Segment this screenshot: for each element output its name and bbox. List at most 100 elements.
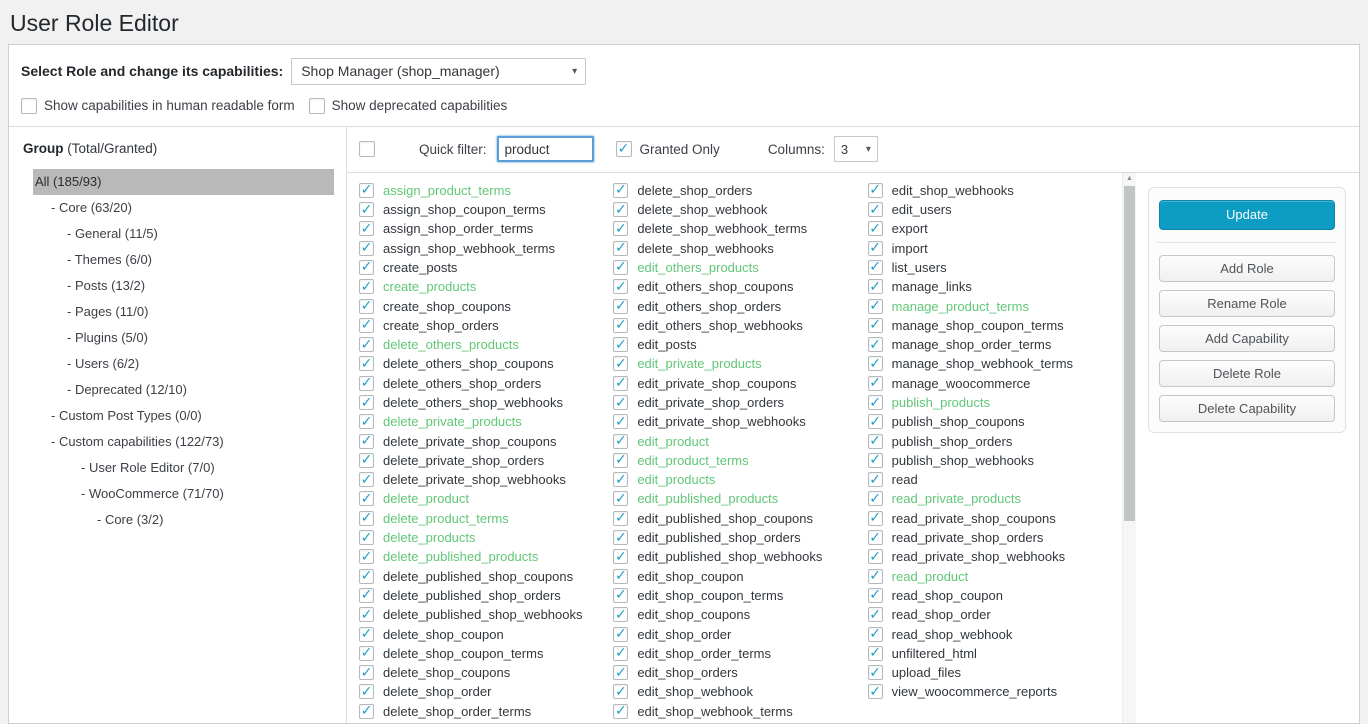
capability-checkbox[interactable] <box>867 182 883 198</box>
scrollbar-thumb[interactable] <box>1124 185 1135 521</box>
checkbox-unchecked-icon[interactable] <box>21 97 37 114</box>
group-tree-item[interactable]: - Users (6/2) <box>67 355 140 371</box>
capability-checkbox[interactable] <box>359 279 374 295</box>
capability-checkbox[interactable] <box>613 607 629 623</box>
capability-checkbox[interactable] <box>867 607 883 623</box>
capability-checkbox[interactable] <box>359 703 374 719</box>
add-role-button[interactable]: Add Role <box>1159 254 1335 282</box>
capability-checkbox[interactable] <box>867 665 883 681</box>
capability-checkbox[interactable] <box>867 549 883 565</box>
capability-checkbox[interactable] <box>613 587 629 603</box>
group-tree-item[interactable]: - Deprecated (12/10) <box>67 381 187 397</box>
capability-checkbox[interactable] <box>359 452 374 468</box>
capability-checkbox[interactable] <box>613 221 629 237</box>
group-tree-item[interactable]: - Core (3/2) <box>97 511 164 527</box>
capability-checkbox[interactable] <box>613 356 629 372</box>
capability-checkbox[interactable] <box>359 395 374 410</box>
capability-checkbox[interactable] <box>613 240 629 256</box>
capability-checkbox[interactable] <box>867 645 883 661</box>
capability-checkbox[interactable] <box>867 221 883 237</box>
capability-checkbox[interactable] <box>613 414 629 430</box>
capability-checkbox[interactable] <box>867 568 883 584</box>
capability-checkbox[interactable] <box>867 279 883 295</box>
group-tree-item[interactable]: - Plugins (5/0) <box>67 329 148 345</box>
capability-checkbox[interactable] <box>613 530 629 546</box>
capability-checkbox[interactable] <box>613 665 629 681</box>
capability-checkbox[interactable] <box>867 337 883 353</box>
capability-checkbox[interactable] <box>613 279 629 295</box>
capability-checkbox[interactable] <box>613 491 629 507</box>
filter-bar-checkbox[interactable] <box>359 141 375 158</box>
capability-checkbox[interactable] <box>867 202 883 218</box>
capability-checkbox[interactable] <box>613 375 629 391</box>
human-readable-toggle[interactable]: Show capabilities in human readable form <box>21 97 295 114</box>
capability-checkbox[interactable] <box>613 259 629 275</box>
capability-checkbox[interactable] <box>613 472 629 488</box>
capability-checkbox[interactable] <box>359 240 374 256</box>
group-tree-item[interactable]: - Custom Post Types (0/0) <box>51 407 202 423</box>
capability-checkbox[interactable] <box>613 549 629 565</box>
capability-checkbox[interactable] <box>867 684 883 700</box>
columns-select[interactable]: 3 ▾ <box>833 136 878 163</box>
capability-checkbox[interactable] <box>359 491 374 507</box>
capability-checkbox[interactable] <box>359 317 374 333</box>
capability-checkbox[interactable] <box>359 607 374 623</box>
capability-checkbox[interactable] <box>867 472 883 488</box>
capability-checkbox[interactable] <box>359 665 374 681</box>
capability-checkbox[interactable] <box>613 298 629 314</box>
group-tree-item[interactable]: - Core (63/20) <box>51 199 132 215</box>
group-tree-item[interactable]: - Posts (13/2) <box>67 277 146 293</box>
capability-checkbox[interactable] <box>867 240 883 256</box>
capability-checkbox[interactable] <box>867 317 883 333</box>
group-tree-item[interactable]: - General (11/5) <box>67 225 158 241</box>
capability-checkbox[interactable] <box>613 317 629 333</box>
capability-checkbox[interactable] <box>359 549 374 565</box>
capability-checkbox[interactable] <box>613 568 629 584</box>
capability-checkbox[interactable] <box>867 395 883 410</box>
group-tree-item[interactable]: All (185/93) <box>33 168 334 195</box>
capability-checkbox[interactable] <box>613 182 629 198</box>
capability-checkbox[interactable] <box>613 510 629 526</box>
capability-checkbox[interactable] <box>359 337 374 353</box>
capability-checkbox[interactable] <box>359 568 374 584</box>
capability-checkbox[interactable] <box>613 452 629 468</box>
capability-checkbox[interactable] <box>359 645 374 661</box>
delete-role-button[interactable]: Delete Role <box>1159 359 1335 387</box>
capability-checkbox[interactable] <box>867 259 883 275</box>
capability-checkbox[interactable] <box>359 375 374 391</box>
capability-checkbox[interactable] <box>359 182 374 198</box>
capability-checkbox[interactable] <box>867 433 883 449</box>
capability-checkbox[interactable] <box>867 587 883 603</box>
capability-checkbox[interactable] <box>359 414 374 430</box>
capability-checkbox[interactable] <box>867 298 883 314</box>
group-tree-item[interactable]: - User Role Editor (7/0) <box>81 459 215 475</box>
capability-checkbox[interactable] <box>867 491 883 507</box>
capability-checkbox[interactable] <box>867 530 883 546</box>
update-button[interactable]: Update <box>1159 199 1335 230</box>
capability-checkbox[interactable] <box>867 356 883 372</box>
delete-capability-button[interactable]: Delete Capability <box>1159 394 1335 422</box>
capability-checkbox[interactable] <box>359 684 374 700</box>
capability-checkbox[interactable] <box>613 337 629 353</box>
show-deprecated-toggle[interactable]: Show deprecated capabilities <box>308 97 507 114</box>
triangle-up-icon[interactable]: ▲ <box>1126 175 1133 183</box>
capability-checkbox[interactable] <box>359 530 374 546</box>
capability-checkbox[interactable] <box>613 684 629 700</box>
capability-checkbox[interactable] <box>359 221 374 237</box>
capability-checkbox[interactable] <box>359 587 374 603</box>
vertical-scrollbar[interactable]: ▲ <box>1122 172 1136 723</box>
capability-checkbox[interactable] <box>867 510 883 526</box>
capability-checkbox[interactable] <box>613 202 629 218</box>
checkbox-unchecked-icon[interactable] <box>308 97 325 114</box>
group-tree-item[interactable]: - Themes (6/0) <box>67 251 153 267</box>
rename-role-button[interactable]: Rename Role <box>1159 289 1335 317</box>
capability-checkbox[interactable] <box>359 202 374 218</box>
role-select[interactable]: Shop Manager (shop_manager) ▾ <box>291 57 587 85</box>
capability-checkbox[interactable] <box>359 626 374 642</box>
capability-checkbox[interactable] <box>867 626 883 642</box>
capability-checkbox[interactable] <box>359 433 374 449</box>
capability-checkbox[interactable] <box>359 472 374 488</box>
capability-checkbox[interactable] <box>613 626 629 642</box>
add-capability-button[interactable]: Add Capability <box>1159 324 1335 352</box>
granted-only-toggle[interactable]: Granted Only <box>615 141 720 158</box>
